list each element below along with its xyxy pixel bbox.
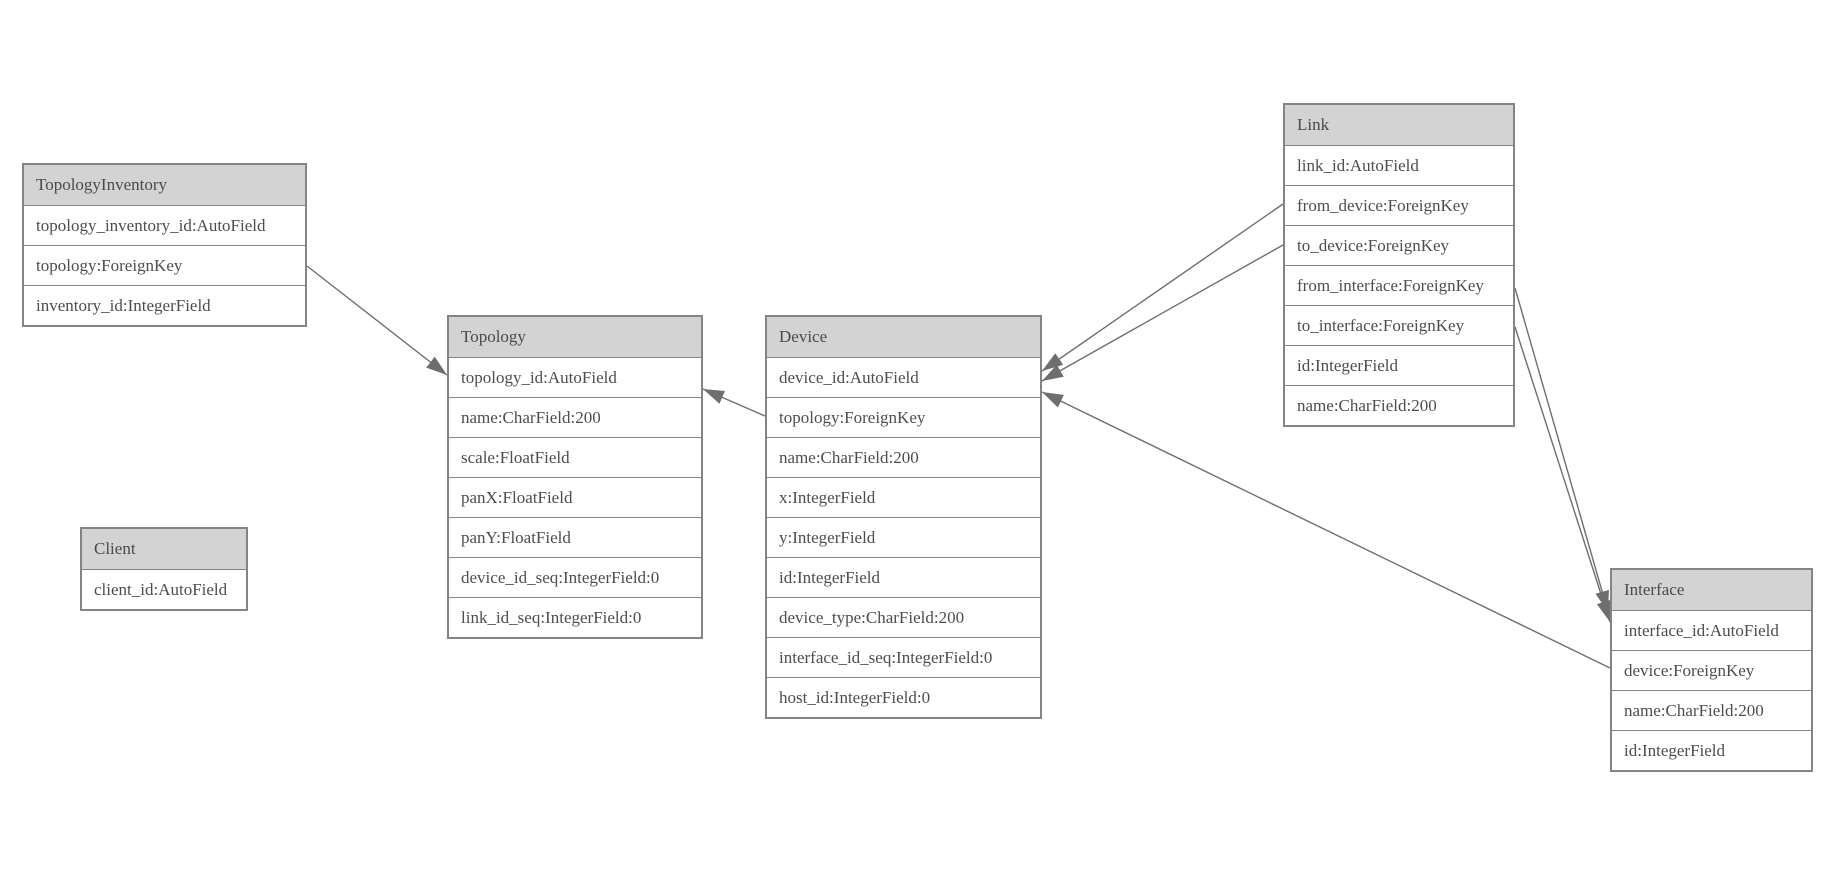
table-field-row: interface_id:AutoField xyxy=(1612,610,1811,650)
table-field-row: topology_id:AutoField xyxy=(449,357,701,397)
table-field-row: name:CharField:200 xyxy=(767,437,1040,477)
table-field-row: link_id_seq:IntegerField:0 xyxy=(449,597,701,637)
relation-line-device-topology-fk xyxy=(702,388,766,417)
table-field-row: to_interface:ForeignKey xyxy=(1285,305,1513,345)
table-field-row: x:IntegerField xyxy=(767,477,1040,517)
table-title-topology-inventory: TopologyInventory xyxy=(24,165,305,205)
table-field-row: device_id:AutoField xyxy=(767,357,1040,397)
table-title-device: Device xyxy=(767,317,1040,357)
table-title-client: Client xyxy=(82,529,246,569)
table-field-row: topology:ForeignKey xyxy=(767,397,1040,437)
table-field-row: device_id_seq:IntegerField:0 xyxy=(449,557,701,597)
relation-line-link-from-interface-fk xyxy=(1514,287,1609,613)
table-field-row: panX:FloatField xyxy=(449,477,701,517)
table-title-link: Link xyxy=(1285,105,1513,145)
table-field-row: scale:FloatField xyxy=(449,437,701,477)
relation-line-topologyinventory-topology-fk xyxy=(306,265,448,376)
table-field-row: topology_inventory_id:AutoField xyxy=(24,205,305,245)
relation-line-link-from-device-fk xyxy=(1041,203,1284,372)
table-field-row: id:IntegerField xyxy=(1285,345,1513,385)
table-field-row: id:IntegerField xyxy=(767,557,1040,597)
table-field-row: name:CharField:200 xyxy=(449,397,701,437)
relation-line-interface-device-fk xyxy=(1041,391,1611,669)
table-field-row: from_interface:ForeignKey xyxy=(1285,265,1513,305)
table-field-row: name:CharField:200 xyxy=(1612,690,1811,730)
table-title-interface: Interface xyxy=(1612,570,1811,610)
table-field-row: topology:ForeignKey xyxy=(24,245,305,285)
relation-line-link-to-interface-fk xyxy=(1514,326,1611,623)
table-field-row: device:ForeignKey xyxy=(1612,650,1811,690)
table-field-row: client_id:AutoField xyxy=(82,569,246,609)
table-field-row: interface_id_seq:IntegerField:0 xyxy=(767,637,1040,677)
table-field-row: host_id:IntegerField:0 xyxy=(767,677,1040,717)
table-field-row: id:IntegerField xyxy=(1612,730,1811,770)
table-field-row: name:CharField:200 xyxy=(1285,385,1513,425)
table-field-row: y:IntegerField xyxy=(767,517,1040,557)
table-field-row: panY:FloatField xyxy=(449,517,701,557)
table-field-row: device_type:CharField:200 xyxy=(767,597,1040,637)
table-title-topology: Topology xyxy=(449,317,701,357)
table-field-row: inventory_id:IntegerField xyxy=(24,285,305,325)
table-field-row: to_device:ForeignKey xyxy=(1285,225,1513,265)
table-field-row: link_id:AutoField xyxy=(1285,145,1513,185)
table-field-row: from_device:ForeignKey xyxy=(1285,185,1513,225)
relation-line-link-to-device-fk xyxy=(1041,244,1284,382)
